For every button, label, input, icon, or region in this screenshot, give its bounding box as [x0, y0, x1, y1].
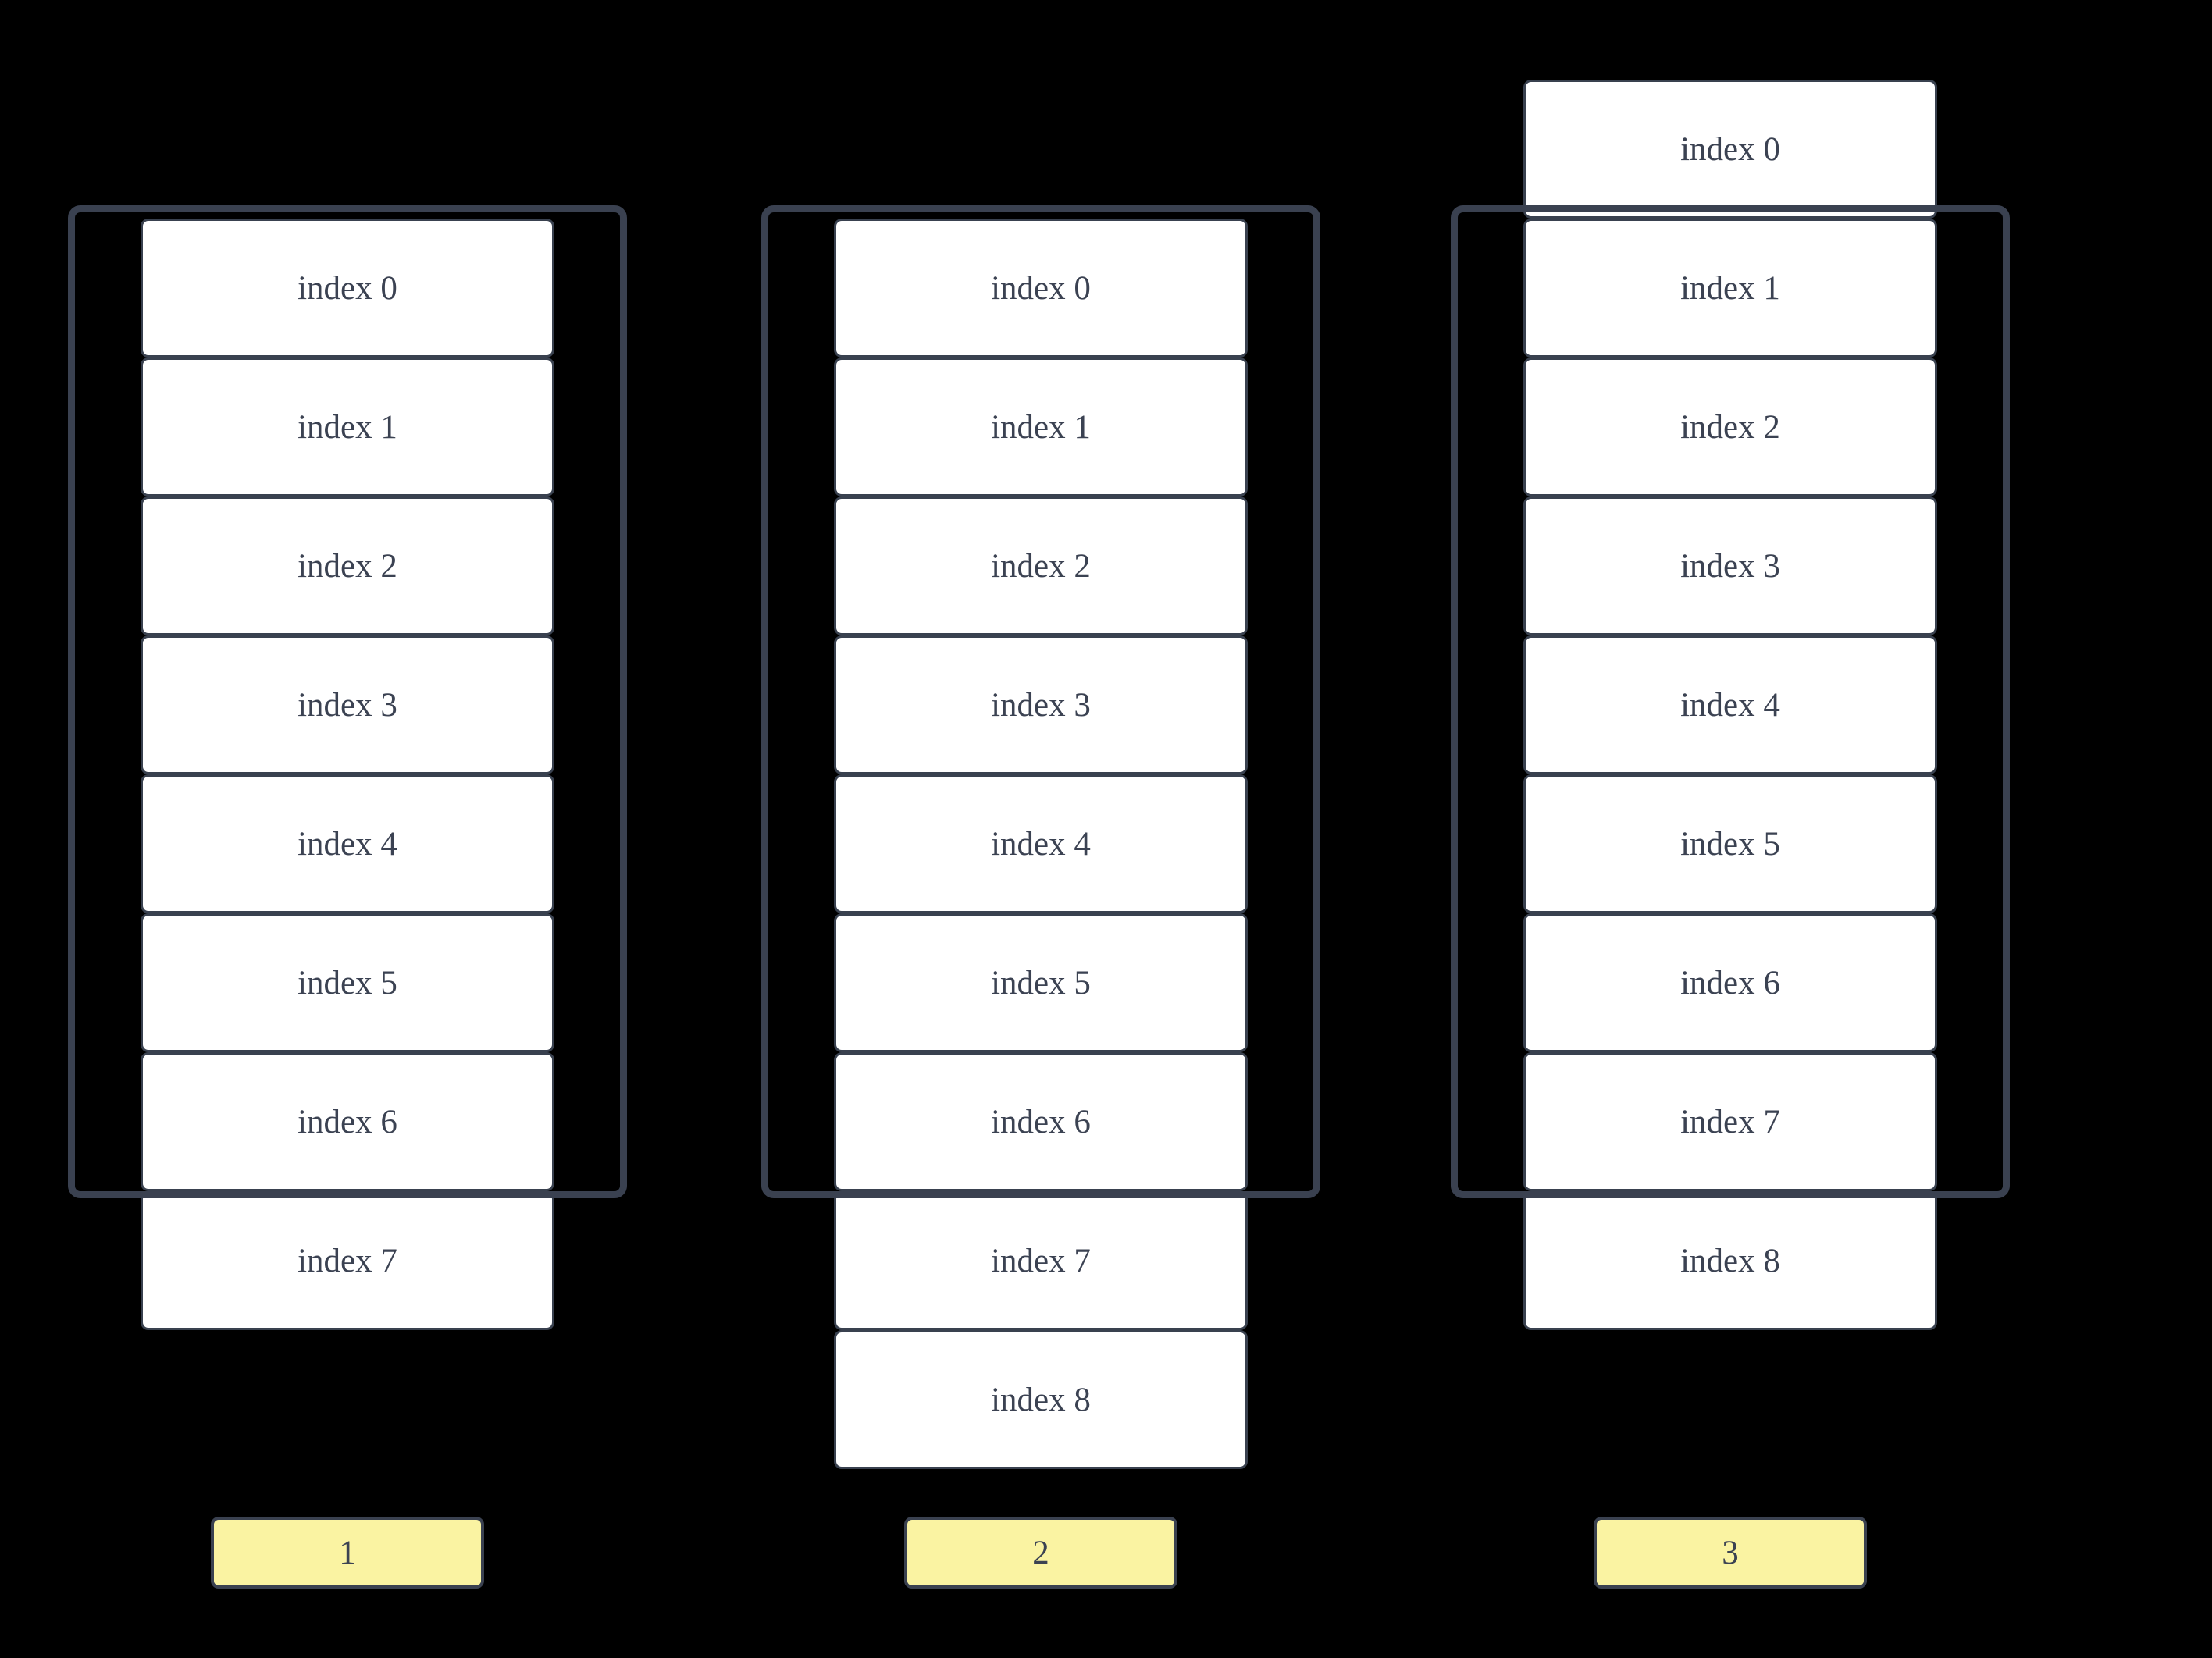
list-stack: index 0 index 1 index 2 index 3 index 4 … — [834, 219, 1248, 1469]
viewport-frame — [68, 205, 627, 1198]
list-item-label: index 1 — [1680, 269, 1780, 307]
list-item: index 0 — [834, 219, 1248, 358]
list-item: index 3 — [141, 635, 554, 774]
list-item: index 6 — [834, 1052, 1248, 1191]
list-item-label: index 5 — [1680, 825, 1780, 863]
list-item: index 0 — [141, 219, 554, 358]
list-item-label: index 5 — [297, 964, 397, 1002]
list-item: index 1 — [141, 358, 554, 496]
list-item: index 4 — [141, 774, 554, 913]
list-item: index 0 — [1523, 80, 1937, 219]
list-item-label: index 1 — [991, 408, 1091, 446]
list-item-label: index 6 — [1680, 964, 1780, 1002]
list-item-label: index 2 — [991, 547, 1091, 585]
list-item-label: index 7 — [1680, 1103, 1780, 1140]
list-item-label: index 4 — [1680, 686, 1780, 724]
step-button-2[interactable]: 2 — [904, 1517, 1177, 1589]
list-item-label: index 2 — [1680, 408, 1780, 446]
list-item-label: index 4 — [297, 825, 397, 863]
list-item: index 6 — [1523, 913, 1937, 1052]
list-item-label: index 7 — [297, 1242, 397, 1279]
list-item: index 7 — [141, 1191, 554, 1330]
list-item: index 1 — [1523, 219, 1937, 358]
list-item: index 3 — [1523, 496, 1937, 635]
list-item: index 2 — [834, 496, 1248, 635]
list-stack: index 0 index 1 index 2 index 3 index 4 … — [1523, 80, 1937, 1330]
list-item: index 5 — [834, 913, 1248, 1052]
list-item: index 2 — [141, 496, 554, 635]
list-item: index 8 — [1523, 1191, 1937, 1330]
list-item-label: index 7 — [991, 1242, 1091, 1279]
list-item: index 4 — [1523, 635, 1937, 774]
list-item-label: index 0 — [297, 269, 397, 307]
viewport-frame — [1451, 205, 2010, 1198]
list-item: index 6 — [141, 1052, 554, 1191]
step-button-3[interactable]: 3 — [1594, 1517, 1867, 1589]
list-item: index 2 — [1523, 358, 1937, 496]
list-item-label: index 6 — [991, 1103, 1091, 1140]
list-item: index 7 — [1523, 1052, 1937, 1191]
list-item: index 5 — [1523, 774, 1937, 913]
list-item-label: index 0 — [1680, 130, 1780, 168]
list-item-label: index 1 — [297, 408, 397, 446]
list-item-label: index 5 — [991, 964, 1091, 1002]
list-item-label: index 6 — [297, 1103, 397, 1140]
list-item-label: index 2 — [297, 547, 397, 585]
list-item-label: index 0 — [991, 269, 1091, 307]
list-item: index 4 — [834, 774, 1248, 913]
list-item-label: index 3 — [297, 686, 397, 724]
step-button-1[interactable]: 1 — [211, 1517, 484, 1589]
viewport-frame — [761, 205, 1320, 1198]
list-item-label: index 8 — [991, 1381, 1091, 1418]
list-item: index 5 — [141, 913, 554, 1052]
list-item: index 8 — [834, 1330, 1248, 1469]
list-item-label: index 8 — [1680, 1242, 1780, 1279]
list-item: index 3 — [834, 635, 1248, 774]
list-item-label: index 4 — [991, 825, 1091, 863]
list-stack: index 0 index 1 index 2 index 3 index 4 … — [141, 219, 554, 1330]
list-item-label: index 3 — [1680, 547, 1780, 585]
list-item-label: index 3 — [991, 686, 1091, 724]
list-item: index 7 — [834, 1191, 1248, 1330]
list-item: index 1 — [834, 358, 1248, 496]
